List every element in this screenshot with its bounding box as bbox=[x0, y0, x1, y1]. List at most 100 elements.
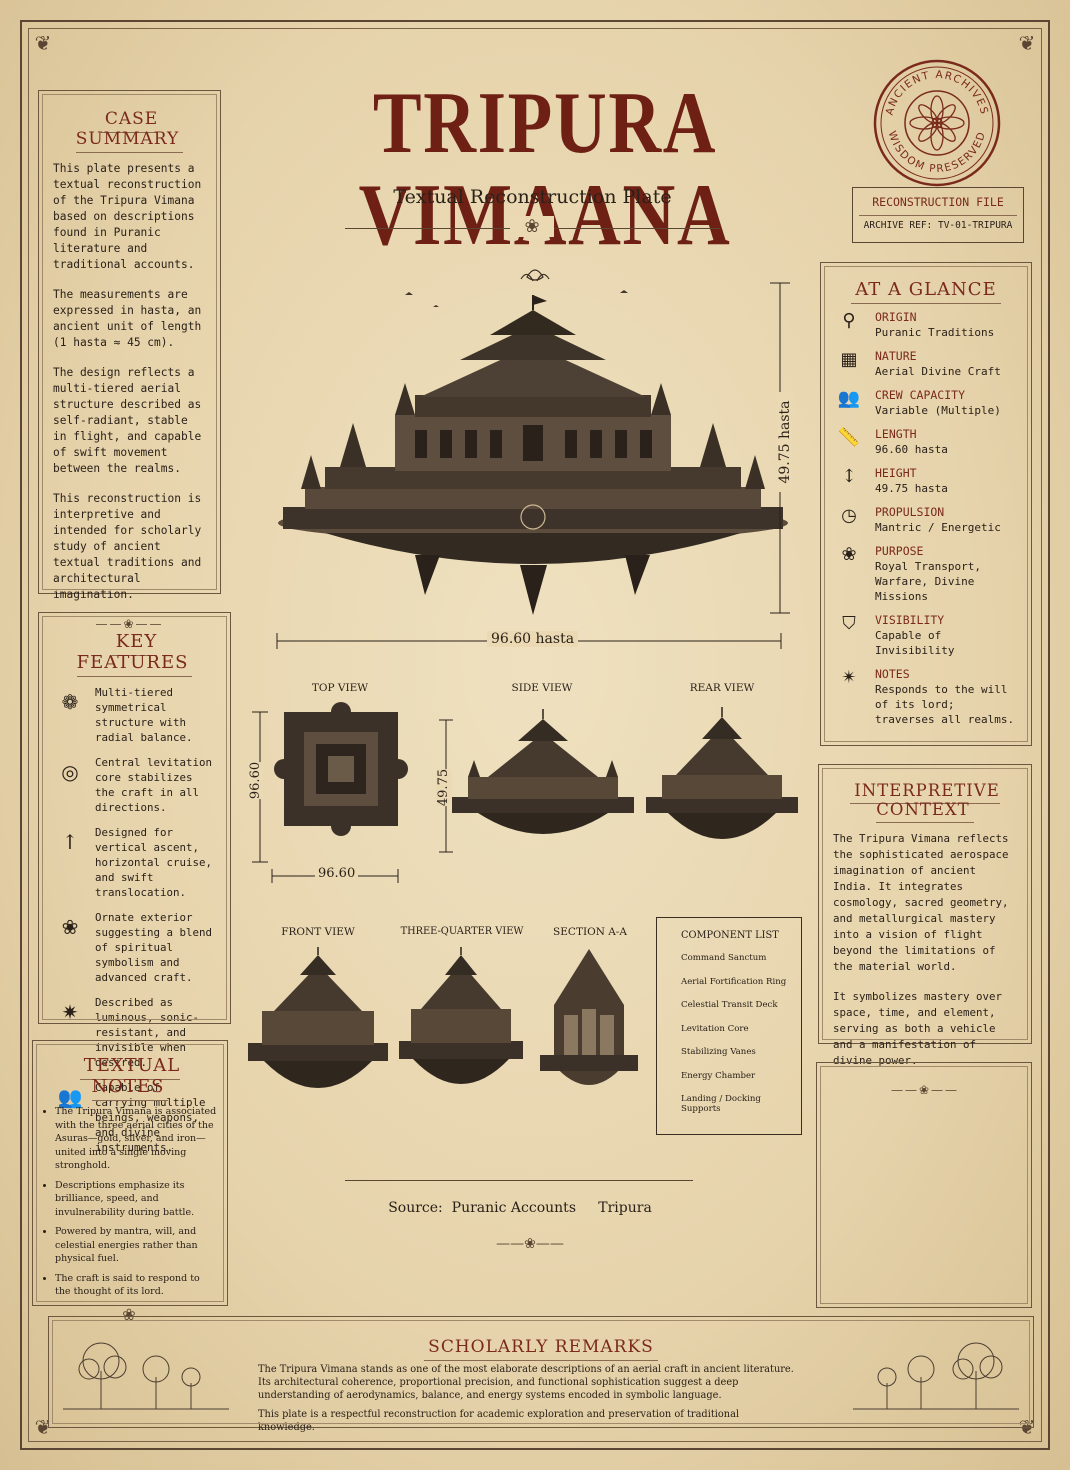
archive-seal: ANCIENT ARCHIVES WISDOM PRESERVED bbox=[873, 59, 1001, 187]
clock-icon: ◷ bbox=[841, 505, 857, 526]
lotus-mandala-icon: ❁ bbox=[61, 690, 79, 714]
side-view-label: SIDE VIEW bbox=[511, 682, 573, 694]
textual-notes-title: TEXTUAL NOTES bbox=[79, 1055, 181, 1101]
note-item: The Tripura Vimana is associated with th… bbox=[55, 1105, 217, 1173]
length-dimension: 96.60 hasta bbox=[487, 631, 579, 647]
star-icon: ✴ bbox=[841, 667, 857, 688]
flourish-icon: ——❀—— bbox=[496, 1236, 564, 1252]
crew-icon: 👥 bbox=[837, 388, 861, 409]
height-icon: ↕ bbox=[841, 466, 857, 487]
textual-notes-list: The Tripura Vimana is associated with th… bbox=[43, 1105, 217, 1299]
rear-view-drawing bbox=[646, 707, 798, 839]
tree-landscape-right-icon bbox=[853, 1342, 1019, 1410]
side-view-height: 49.75 bbox=[436, 768, 452, 807]
corner-ornament-icon: ❦ bbox=[1018, 31, 1036, 55]
feature-item: ❀ Ornate exterior suggesting a blend of … bbox=[53, 910, 216, 985]
component-item: Aerial Fortification Ring bbox=[681, 976, 787, 987]
context-para: The Tripura Vimana reflects the sophisti… bbox=[833, 832, 1009, 973]
lotus-icon: ❀ bbox=[61, 915, 79, 939]
case-summary-title: CASE SUMMARY bbox=[75, 109, 184, 153]
inner-frame bbox=[28, 28, 1042, 1442]
feature-item: ↑ Designed for vertical ascent, horizont… bbox=[53, 825, 216, 900]
section-view-drawing bbox=[540, 949, 638, 1085]
scholarly-para: The Tripura Vimana stands as one of the … bbox=[258, 1364, 794, 1401]
up-arrow-icon: ↑ bbox=[61, 830, 79, 854]
page-title: TRIPURA VIMAANA bbox=[359, 75, 730, 262]
people-icon: 👥 bbox=[57, 1085, 83, 1109]
top-view-drawing bbox=[274, 702, 408, 836]
scholarly-para: This plate is a respectful reconstructio… bbox=[258, 1409, 740, 1433]
at-a-glance-title: AT A GLANCE bbox=[851, 279, 1001, 304]
component-item: Energy Chamber bbox=[681, 1070, 756, 1081]
front-view-drawing bbox=[248, 947, 388, 1088]
lotus-ornament-icon: ❀ bbox=[510, 216, 554, 237]
svg-text:ANCIENT ARCHIVES: ANCIENT ARCHIVES bbox=[884, 69, 991, 117]
sparkle-icon: ✷ bbox=[61, 1000, 79, 1024]
top-view-label: TOP VIEW bbox=[311, 682, 369, 694]
outer-frame bbox=[20, 20, 1050, 1450]
lotus-icon: ❀ bbox=[841, 544, 857, 565]
interpretive-context-panel: INTERPRETIVE CONTEXT The Tripura Vimana … bbox=[818, 764, 1032, 1097]
side-view-drawing bbox=[452, 709, 634, 834]
key-features-panel: KEY FEATURES ❁ Multi-tiered symmetrical … bbox=[38, 612, 231, 1154]
note-item: Descriptions emphasize its brilliance, s… bbox=[55, 1179, 217, 1220]
component-list-title: COMPONENT LIST bbox=[681, 930, 779, 941]
feature-item: ✷ Described as luminous, sonic-resistant… bbox=[53, 995, 216, 1070]
corner-ornament-icon: ❦ bbox=[34, 31, 52, 55]
component-item: Stabilizing Vanes bbox=[681, 1047, 756, 1057]
flourish-icon: ——❀—— bbox=[890, 1083, 960, 1097]
top-view-width: 96.60 bbox=[315, 866, 359, 881]
section-view-label: SECTION A-A bbox=[553, 926, 627, 938]
case-summary-panel: CASE SUMMARY This plate presents a textu… bbox=[38, 90, 221, 631]
target-core-icon: ◎ bbox=[61, 760, 79, 784]
component-item: Celestial Transit Deck bbox=[681, 1000, 778, 1010]
note-item: Powered by mantra, will, and celestial e… bbox=[55, 1225, 217, 1266]
three-quarter-view-label: THREE-QUARTER VIEW bbox=[400, 926, 524, 937]
source-line: Source: Puranic Accounts Tripura bbox=[388, 1200, 652, 1216]
archive-ref: ARCHIVE REF: TV-01-TRIPURA bbox=[859, 215, 1017, 231]
feature-item: ◎ Central levitation core stabilizes the… bbox=[53, 755, 216, 815]
reconstruction-file-box: RECONSTRUCTION FILE ARCHIVE REF: TV-01-T… bbox=[852, 187, 1024, 243]
scholarly-remarks-title: SCHOLARLY REMARKS bbox=[424, 1337, 658, 1361]
blank-panel bbox=[816, 1062, 1032, 1308]
note-item: The craft is said to respond to the thou… bbox=[55, 1272, 217, 1299]
component-item: Landing / Docking Supports bbox=[681, 1094, 761, 1114]
source-divider bbox=[345, 1180, 693, 1181]
case-summary-para: This reconstruction is interpretive and … bbox=[53, 492, 202, 601]
ruler-icon: 📏 bbox=[837, 427, 861, 448]
scholarly-remarks-panel: SCHOLARLY REMARKS The Tripura Vimana sta… bbox=[48, 1316, 1034, 1433]
key-features-title: KEY FEATURES bbox=[76, 631, 193, 677]
flourish-icon: ——❀—— bbox=[95, 617, 164, 631]
vimana-main-illustration bbox=[276, 269, 790, 649]
textual-notes-panel: TEXTUAL NOTES The Tripura Vimana is asso… bbox=[32, 1040, 228, 1324]
component-item: Command Sanctum bbox=[681, 953, 767, 963]
rear-view-label: REAR VIEW bbox=[689, 682, 755, 694]
height-dimension: 49.75 hasta bbox=[777, 392, 793, 492]
context-para: It symbolizes mastery over space, time, … bbox=[833, 990, 1003, 1067]
front-view-label: FRONT VIEW bbox=[281, 926, 355, 938]
shield-icon: ⛉ bbox=[842, 613, 856, 634]
interpretive-context-title: INTERPRETIVE CONTEXT bbox=[850, 781, 1000, 823]
lotus-ornament-icon: ❀ bbox=[122, 1304, 138, 1324]
seal-lotus-icon bbox=[909, 95, 965, 151]
top-view-height: 96.60 bbox=[248, 761, 264, 800]
case-summary-para: The measurements are expressed in hasta,… bbox=[53, 288, 202, 349]
feature-item: ❁ Multi-tiered symmetrical structure wit… bbox=[53, 685, 216, 745]
calendar-icon: ▦ bbox=[840, 349, 858, 370]
location-pin-icon: ⚲ bbox=[842, 310, 856, 331]
component-list-box: COMPONENT LIST Command Sanctum Aerial Fo… bbox=[656, 917, 802, 1135]
lotus-finial-icon bbox=[520, 269, 550, 282]
case-summary-para: This plate presents a textual reconstruc… bbox=[53, 162, 202, 271]
svg-text:WISDOM PRESERVED: WISDOM PRESERVED bbox=[886, 130, 989, 176]
component-item: Levitation Core bbox=[681, 1023, 749, 1034]
